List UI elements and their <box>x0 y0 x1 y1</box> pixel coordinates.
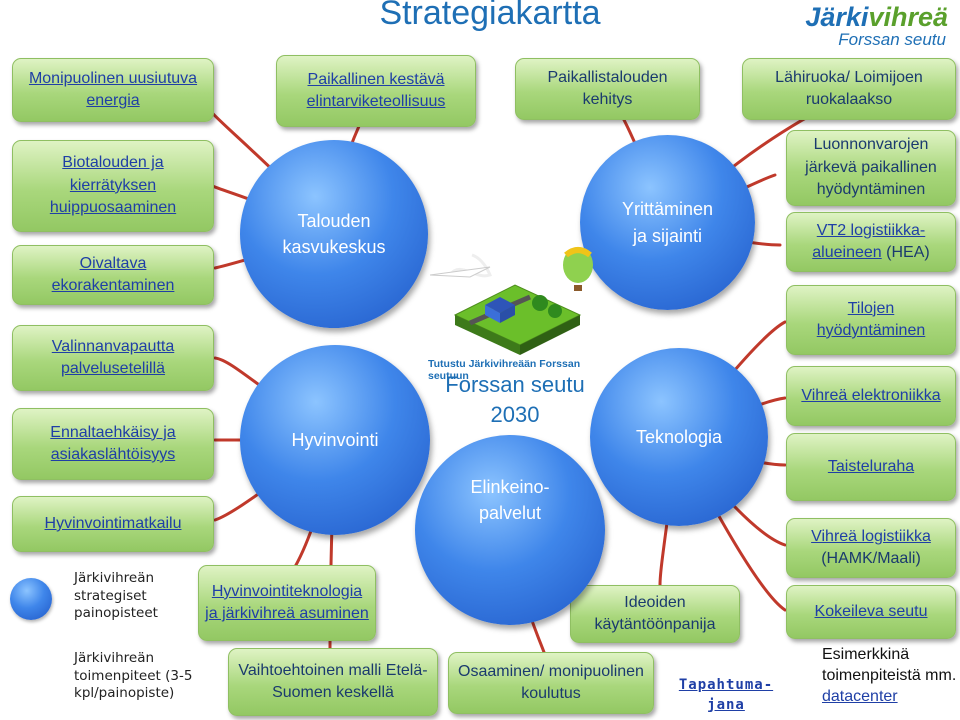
box-oivaltava-label[interactable]: Oivaltava ekorakentaminen <box>51 254 175 294</box>
legend-toimenpiteet: Järkivihreän toimenpiteet (3-5 kpl/paino… <box>74 650 193 702</box>
box-valinnanvapautta-label[interactable]: Valinnanvapautta palvelusetelillä <box>51 337 175 377</box>
box-osaaminen: Osaaminen/ monipuolinen koulutus <box>448 652 654 714</box>
center-small-text: Tutustu Järkivihreään Forssan seutuun <box>428 358 581 382</box>
box-taisteluraha-label[interactable]: Taisteluraha <box>827 457 915 475</box>
box-lahiruoka-label: Lähiruoka/ Loimijoen ruokalaakso <box>775 68 923 108</box>
box-biotalous-label[interactable]: Biotalouden ja kierrätyksen huippuosaami… <box>49 154 177 217</box>
box-ennaltaehkaisy-label[interactable]: Ennaltaehkäisy ja asiakaslähtöisyys <box>50 423 176 463</box>
esimerkki-text: Esimerkkinä toimenpiteistä mm. datacente… <box>822 645 958 707</box>
box-lahiruoka: Lähiruoka/ Loimijoen ruokalaakso <box>742 58 956 120</box>
box-paikallistalous: Paikallistalouden kehitys <box>515 58 700 120</box>
logo: Järkivihreä <box>805 2 948 33</box>
circle-hyvinvointi-label: Hyvinvointi <box>291 429 379 450</box>
box-paikallinen-elintarvike-label[interactable]: Paikallinen kestävä elintarviketeollisuu… <box>306 70 446 110</box>
box-tilojen[interactable]: Tilojen hyödyntäminen <box>786 285 956 355</box>
circle-talouden-kasvukeskus-label: Talouden kasvukeskus <box>282 210 386 257</box>
box-vaihtoehtoinen-label: Vaihtoehtoinen malli Etelä-Suomen keskel… <box>238 661 428 701</box>
box-hyvinvointiteknologia[interactable]: Hyvinvointiteknologia ja järkivihreä asu… <box>198 565 376 641</box>
box-luonnonvarojen-label: Luonnonvarojen järkevä paikallinen hyödy… <box>805 136 937 199</box>
legend-circle-icon <box>10 578 52 620</box>
datacenter-link[interactable]: datacenter <box>822 687 898 705</box>
box-valinnanvapautta[interactable]: Valinnanvapautta palvelusetelillä <box>12 325 214 391</box>
circle-yrittaminen[interactable]: Yrittäminen ja sijainti <box>580 135 755 310</box>
box-vihrea-elektroniikka-label[interactable]: Vihreä elektroniikka <box>801 386 941 404</box>
box-ideoiden: Ideoiden käytäntöönpanija <box>570 585 740 643</box>
circle-teknologia[interactable]: Teknologia <box>590 348 768 526</box>
legend-painopisteet: Järkivihreän strategiset painopisteet <box>74 570 158 622</box>
box-hyvinvointiteknologia-label[interactable]: Hyvinvointiteknologia ja järkivihreä asu… <box>205 582 369 622</box>
page-title: Strategiakartta <box>379 0 601 32</box>
balloon-icon <box>563 247 593 291</box>
box-luonnonvarojen: Luonnonvarojen järkevä paikallinen hyödy… <box>786 130 956 206</box>
esimerkki-label: Esimerkkinä toimenpiteistä mm. <box>822 646 957 684</box>
box-vt2[interactable]: VT2 logistiikka-alueineen (HEA) <box>786 212 956 272</box>
box-vt2-link[interactable]: VT2 logistiikka-alueineen <box>812 221 926 261</box>
tapahtumajana-link[interactable]: Tapahtuma-jana <box>678 677 774 713</box>
box-paikallistalous-label: Paikallistalouden kehitys <box>547 68 668 108</box>
box-vihrea-logistiikka-link[interactable]: Vihreä logistiikka <box>811 527 931 545</box>
box-vt2-suffix: (HEA) <box>886 244 930 261</box>
land-tile-icon <box>453 284 582 355</box>
box-monipuolinen-energia[interactable]: Monipuolinen uusiutuva energia <box>12 58 214 122</box>
box-vihrea-logistiikka[interactable]: Vihreä logistiikka (HAMK/Maali) <box>786 518 956 578</box>
circle-elinkeinopalvelut[interactable]: Elinkeino-palvelut <box>415 435 605 625</box>
box-paikallinen-elintarvike[interactable]: Paikallinen kestävä elintarviketeollisuu… <box>276 55 476 127</box>
logo-subtitle: Forssan seutu <box>838 30 946 49</box>
logo-part2: vihreä <box>868 2 948 32</box>
box-biotalous[interactable]: Biotalouden ja kierrätyksen huippuosaami… <box>12 140 214 232</box>
logo-part1: Järki <box>805 2 869 32</box>
center-title-line2: 2030 <box>490 402 540 427</box>
box-ideoiden-label: Ideoiden käytäntöönpanija <box>594 593 716 633</box>
box-vihrea-elektroniikka[interactable]: Vihreä elektroniikka <box>786 366 956 426</box>
circle-yrittaminen-label: Yrittäminen ja sijainti <box>621 199 714 246</box>
box-taisteluraha[interactable]: Taisteluraha <box>786 433 956 501</box>
box-osaaminen-label: Osaaminen/ monipuolinen koulutus <box>458 662 644 702</box>
box-hyvinvointimatkailu-label[interactable]: Hyvinvointimatkailu <box>44 514 182 532</box>
circle-elinkeinopalvelut-label: Elinkeino-palvelut <box>470 476 550 523</box>
box-kokeileva-seutu[interactable]: Kokeileva seutu <box>786 585 956 639</box>
box-vaihtoehtoinen: Vaihtoehtoinen malli Etelä-Suomen keskel… <box>228 648 438 716</box>
center-title-line1: Forssan seutu <box>445 372 585 397</box>
circle-teknologia-label: Teknologia <box>635 426 723 447</box>
box-oivaltava[interactable]: Oivaltava ekorakentaminen <box>12 245 214 305</box>
box-hyvinvointimatkailu[interactable]: Hyvinvointimatkailu <box>12 496 214 552</box>
center-illustration <box>430 247 593 355</box>
box-vihrea-logistiikka-suffix: (HAMK/Maali) <box>821 550 921 567</box>
swan-icon <box>430 253 493 278</box>
box-ennaltaehkaisy[interactable]: Ennaltaehkäisy ja asiakaslähtöisyys <box>12 408 214 480</box>
circle-talouden-kasvukeskus[interactable]: Talouden kasvukeskus <box>240 140 428 328</box>
box-monipuolinen-energia-label[interactable]: Monipuolinen uusiutuva energia <box>28 69 198 109</box>
box-kokeileva-seutu-label[interactable]: Kokeileva seutu <box>814 602 928 620</box>
circle-hyvinvointi[interactable]: Hyvinvointi <box>240 345 430 535</box>
box-tilojen-label[interactable]: Tilojen hyödyntäminen <box>816 299 926 339</box>
